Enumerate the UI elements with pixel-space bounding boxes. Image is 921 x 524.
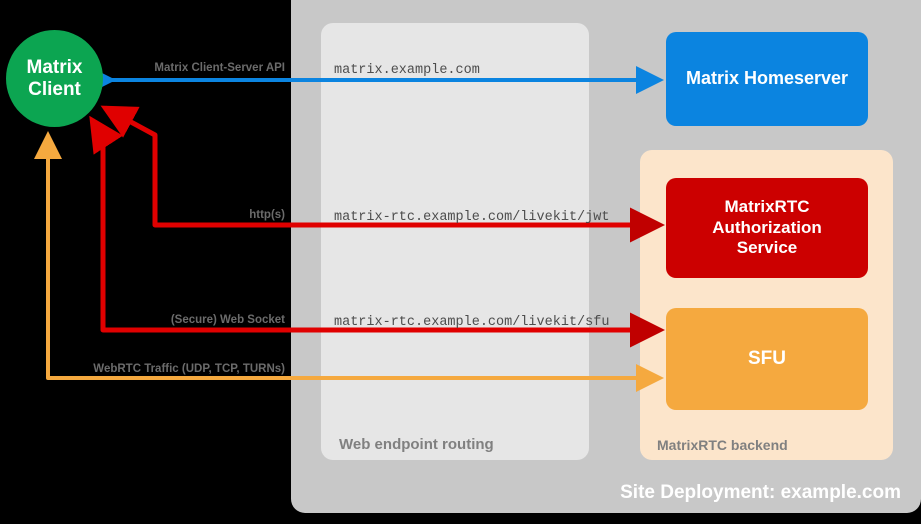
connection-label-secure-web-socket: (Secure) Web Socket bbox=[170, 314, 285, 326]
auth-service-label-line2: Authorization bbox=[712, 217, 822, 237]
sfu-label: SFU bbox=[748, 347, 786, 369]
auth-service-label-line3: Service bbox=[736, 238, 798, 258]
matrix-homeserver-node: Matrix Homeserver bbox=[666, 32, 868, 126]
connection-label-webrtc-traffic: WebRTC Traffic (UDP, TCP, TURNs) bbox=[93, 363, 285, 375]
matrixrtc-backend-caption: MatrixRTC backend bbox=[657, 437, 788, 453]
matrix-client-label-line2: Client bbox=[28, 78, 81, 100]
web-endpoint-routing-panel bbox=[321, 23, 589, 460]
endpoint-label-matrix: matrix.example.com bbox=[334, 63, 480, 78]
connection-label-matrix-client-server-api: Matrix Client-Server API bbox=[154, 62, 285, 74]
auth-service-label-line1: MatrixRTC bbox=[724, 197, 810, 217]
matrix-client-label: Matrix Client bbox=[27, 57, 83, 100]
web-endpoint-routing-caption: Web endpoint routing bbox=[339, 436, 494, 453]
matrix-homeserver-label: Matrix Homeserver bbox=[685, 68, 849, 89]
connection-label-https: http(s) bbox=[249, 209, 285, 221]
matrixrtc-authorization-service-label: MatrixRTC Authorization Service bbox=[712, 197, 822, 258]
matrixrtc-authorization-service-node: MatrixRTC Authorization Service bbox=[666, 178, 868, 278]
endpoint-label-livekit-jwt: matrix-rtc.example.com/livekit/jwt bbox=[334, 210, 610, 225]
site-deployment-caption: Site Deployment: example.com bbox=[620, 482, 901, 503]
matrix-client-label-line1: Matrix bbox=[26, 57, 83, 79]
endpoint-label-livekit-sfu: matrix-rtc.example.com/livekit/sfu bbox=[334, 315, 610, 330]
sfu-node: SFU bbox=[666, 308, 868, 410]
matrix-client-node: Matrix Client bbox=[6, 30, 103, 127]
